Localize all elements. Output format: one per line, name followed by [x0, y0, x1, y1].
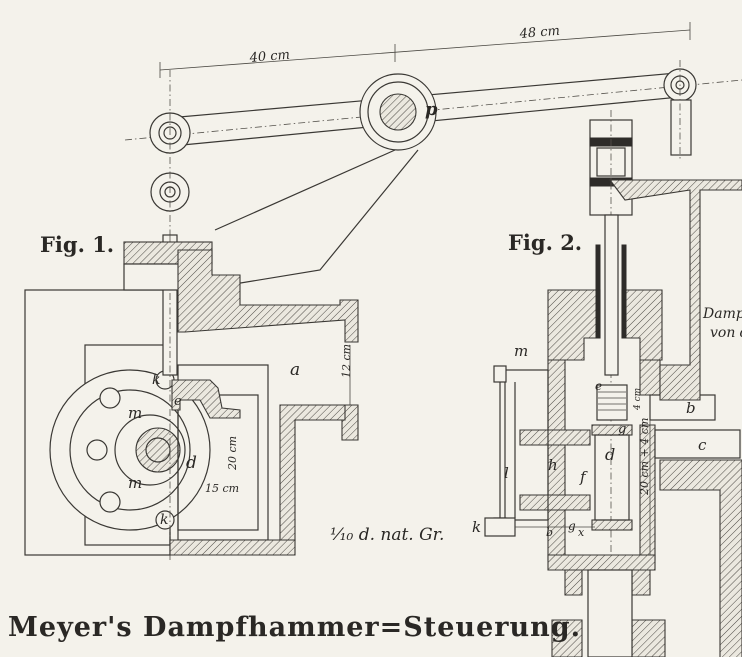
fig2-letter-x: x — [578, 526, 585, 539]
fig2-letter-e: e — [595, 379, 602, 393]
fig1-letter-a: a — [290, 360, 300, 380]
lever-mechanism — [124, 22, 742, 291]
label-p: p — [425, 99, 438, 120]
fig1-letter-k-bottom: k — [160, 512, 168, 528]
dim-port-height: 12 cm — [340, 344, 353, 378]
dim-lever-left: 40 cm — [248, 48, 290, 67]
fig2-letter-l: l — [504, 464, 509, 482]
fig2-letter-g-top: g — [618, 422, 626, 437]
fig2-letter-d: d — [605, 445, 615, 464]
fig2-letter-m: m — [514, 342, 528, 360]
annotations: 40 cm 48 cm p Fig. 1. Fig. 2. a d e k k … — [8, 24, 742, 643]
fig2-letter-f: f — [579, 468, 588, 486]
dim-small-gap: 4 cm — [633, 388, 643, 411]
dim-chamber-height: 20 cm — [226, 436, 239, 471]
fig2-letter-h: h — [548, 456, 558, 474]
fig2-letter-c: c — [698, 436, 707, 454]
fig2-letter-k: k — [472, 518, 481, 536]
plate-title: Meyer's Dampfhammer=Steuerung. — [8, 612, 581, 643]
side-label-line1: Dampf — [702, 306, 742, 322]
figure-1 — [24, 234, 359, 560]
fig1-letter-m-bottom: m — [128, 474, 142, 492]
dim-lever-right: 48 cm — [518, 24, 560, 43]
fig2-letter-g-bottom: g — [568, 519, 576, 533]
fig1-letter-e: e — [174, 394, 182, 409]
side-label-line2: von d — [710, 325, 742, 341]
fig2-letter-b: b — [686, 399, 696, 417]
dim-piston-stroke: 20 cm + 4 cm — [638, 418, 651, 496]
figure-2 — [484, 110, 742, 657]
fig2-label: Fig. 2. — [508, 230, 582, 255]
fig1-letter-m-top: m — [128, 404, 142, 422]
dim-chamber-width: 15 cm — [205, 482, 239, 495]
fig1-letter-d: d — [186, 453, 197, 473]
scale-note: ¹⁄₁₀ d. nat. Gr. — [330, 525, 444, 545]
fig2-letter-b-bottom: b — [546, 526, 553, 539]
fig1-label: Fig. 1. — [40, 232, 114, 257]
fig1-letter-k-top: k — [152, 372, 160, 388]
